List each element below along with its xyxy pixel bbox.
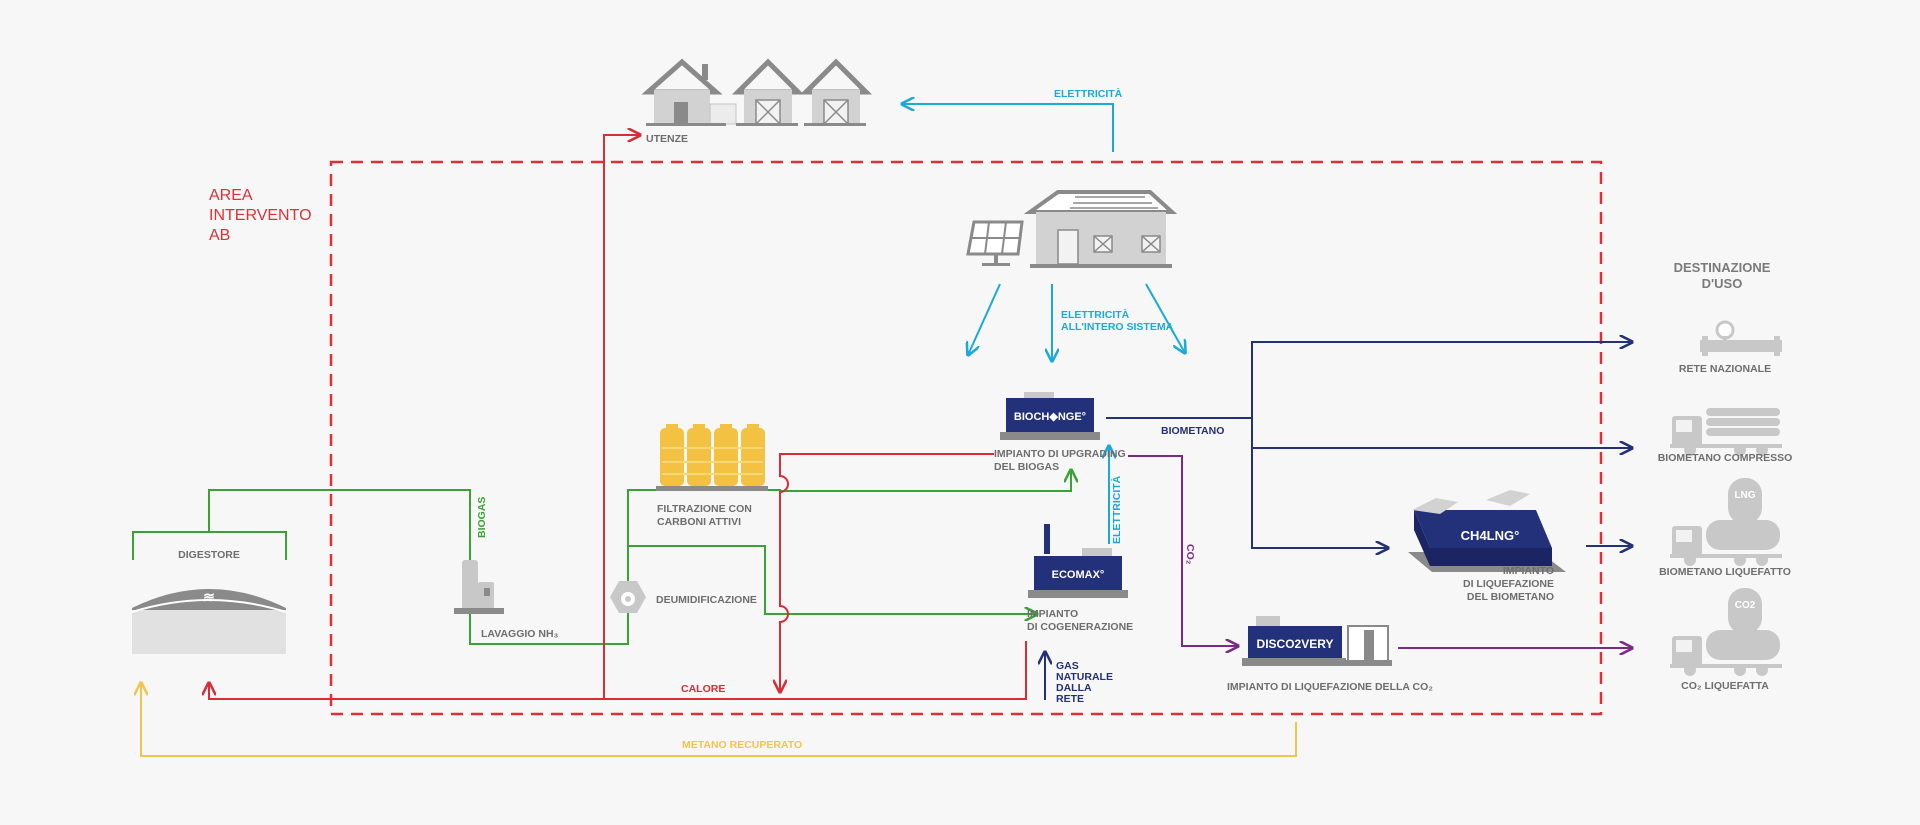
liquefazione-biometano-label-line3: DEL BIOMETANO: [1467, 591, 1554, 603]
house-3: [799, 58, 873, 126]
digestore-icon: ≋: [131, 589, 287, 654]
biometano-compresso-label: BIOMETANO COMPRESSO: [1658, 452, 1793, 464]
gas-naturale-label-line3: DALLA: [1056, 682, 1092, 694]
disco2very-unit-icon: DISCO2VERY: [1242, 616, 1392, 666]
digestore-label: DIGESTORE: [178, 549, 240, 561]
gas-naturale-label-line2: NATURALE: [1056, 671, 1113, 683]
ecomax-unit-icon: ECOMAX°: [1028, 524, 1128, 598]
ch4lng-brand: CH4LNG°: [1461, 528, 1520, 543]
house-1: [641, 58, 737, 126]
upgrading-label-line1: IMPIANTO DI UPGRADING: [994, 448, 1126, 460]
elettricita-vertical-label: ELETTRICITÀ: [1110, 475, 1123, 544]
area-label-line1: AREA: [209, 187, 253, 204]
biochange-brand: BIOCH◆NGE°: [1014, 411, 1086, 423]
disco2very-brand: DISCO2VERY: [1257, 637, 1334, 651]
lavaggio-icon: [454, 560, 504, 614]
tank-lng-label: LNG: [1734, 490, 1755, 501]
filtrazione-label-line2: CARBONI ATTIVI: [657, 516, 741, 528]
elettricita-sistema-label-line1: ELETTRICITÀ: [1061, 308, 1130, 321]
area-intervento-boundary: [329, 160, 1603, 716]
calore-to-utenze-flow: [603, 135, 640, 699]
area-label-line3: AB: [209, 227, 230, 244]
houses-icon: [641, 58, 873, 126]
biometano-to-ch4lng-flow: [1251, 448, 1388, 548]
lavaggio-label: LAVAGGIO NH₃: [481, 628, 559, 640]
elettricita-arrow-left: [968, 283, 1001, 355]
biometano-liquefatto-label: BIOMETANO LIQUEFATTO: [1659, 566, 1791, 578]
co2-liquefatta-label: CO₂ LIQUEFATTA: [1681, 680, 1769, 692]
rete-nazionale-label: RETE NAZIONALE: [1679, 363, 1771, 375]
cogenerazione-label-line2: DI COGENERAZIONE: [1027, 621, 1133, 633]
calore-to-digestore-flow: [209, 641, 1027, 700]
liquefazione-biometano-label-line1: IMPIANTO: [1503, 565, 1554, 577]
biometano-label: BIOMETANO: [1161, 425, 1224, 437]
solar-panel-icon: [966, 220, 1024, 266]
house-2: [731, 58, 805, 126]
elettricita-sistema-label-line2: ALL'INTERO SISTEMA: [1061, 321, 1174, 333]
gas-naturale-label-line1: GAS: [1056, 660, 1079, 672]
utenze-label: UTENZE: [646, 133, 688, 145]
destinazione-title-line2: D'USO: [1702, 276, 1743, 291]
farm-building-icon: [1023, 190, 1178, 268]
biometano-to-rete-flow: [1251, 342, 1632, 418]
biochange-unit-icon: BIOCH◆NGE°: [1000, 392, 1100, 440]
area-label-line2: INTERVENTO: [209, 207, 312, 224]
biogas-to-cogenerazione-flow: [628, 545, 1037, 614]
elettricita-top-label: ELETTRICITÀ: [1054, 87, 1123, 100]
elettricita-arrow-right: [1145, 283, 1185, 353]
filtrazione-label-line1: FILTRAZIONE CON: [657, 503, 752, 515]
calore-label: CALORE: [681, 683, 725, 695]
calore-from-upgrading-flow: [780, 453, 994, 692]
deumidificazione-icon: [610, 581, 646, 613]
waves-icon: ≋: [203, 589, 215, 605]
destinazione-title-line1: DESTINAZIONE: [1674, 260, 1771, 275]
ecomax-brand: ECOMAX°: [1052, 569, 1105, 581]
filtrazione-icon: [656, 424, 768, 491]
area-intervento-label: AREA INTERVENTO AB: [209, 187, 312, 244]
liquefazione-co2-label: IMPIANTO DI LIQUEFAZIONE DELLA CO₂: [1227, 681, 1433, 693]
liquefazione-biometano-label-line2: DI LIQUEFAZIONE: [1463, 578, 1554, 590]
cogenerazione-label-line1: IMPIANTO: [1027, 608, 1078, 620]
biogas-label: BIOGAS: [476, 497, 488, 538]
co2-flow-label: CO₂: [1184, 544, 1196, 565]
metano-recuperato-flow: [141, 683, 1297, 757]
truck-co2-tank-icon: CO2: [1670, 588, 1782, 676]
ch4lng-unit-icon: CH4LNG°: [1408, 490, 1566, 572]
tank-co2-label: CO2: [1735, 600, 1756, 611]
metano-recuperato-label: METANO RECUPERATO: [682, 739, 802, 751]
gas-naturale-label-line4: RETE: [1056, 693, 1084, 705]
upgrading-label-line2: DEL BIOGAS: [994, 461, 1059, 473]
truck-cylinders-icon: [1670, 408, 1782, 456]
deumidificazione-label: DEUMIDIFICAZIONE: [656, 594, 757, 606]
pipeline-valve-icon: [1700, 320, 1782, 356]
truck-lng-tank-icon: LNG: [1670, 478, 1782, 566]
co2-to-liquefazione-flow: [1128, 455, 1238, 646]
biogas-to-lavaggio-line: [208, 489, 471, 560]
elettricita-to-utenze-flow: [902, 104, 1114, 152]
